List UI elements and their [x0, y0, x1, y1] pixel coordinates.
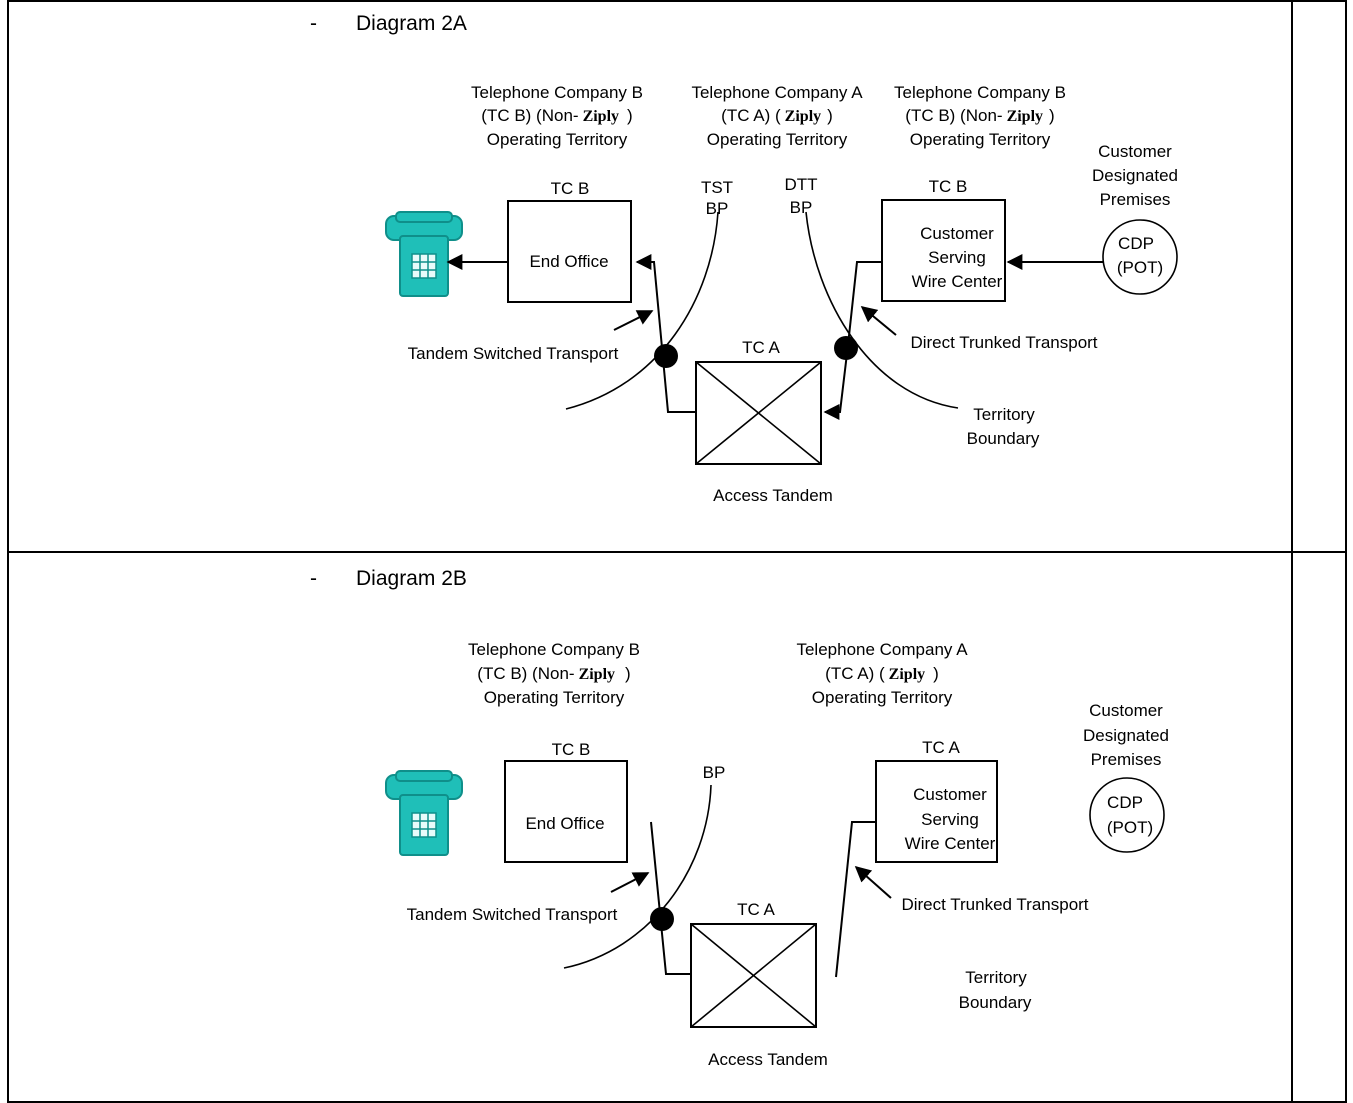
dtt-pointer-arrow-b	[854, 865, 892, 899]
telephone-icon-b	[385, 770, 463, 856]
svg-text:DTT: DTT	[784, 175, 817, 194]
cswc-box-b	[875, 760, 998, 863]
tst-pointer-arrow-b	[610, 872, 650, 893]
svg-text:Telephone Company A: Telephone Company A	[796, 640, 968, 659]
territory-boundary-line1: Territory	[973, 405, 1035, 424]
dtt-path	[823, 261, 882, 420]
tst-path-b	[650, 821, 691, 975]
svg-text:Operating Territory: Operating Territory	[484, 688, 625, 707]
territory-boundary-line2: Boundary	[967, 429, 1040, 448]
tc-b-left-header: Telephone Company B (TC B) (Non-Ziply) O…	[471, 83, 643, 149]
svg-text:Wire Center: Wire Center	[912, 272, 1003, 291]
cdp-label-b: CDP	[1107, 793, 1143, 812]
dtt-label-b: Direct Trunked Transport	[901, 895, 1088, 914]
left-boundary-curve	[565, 211, 719, 410]
svg-text:(TC A) (Ziply): (TC A) (Ziply)	[721, 106, 833, 125]
svg-text:Serving: Serving	[928, 248, 986, 267]
end-office-label-b: End Office	[525, 814, 604, 833]
access-tandem-label-b: Access Tandem	[708, 1050, 828, 1069]
end-office-box	[507, 200, 632, 303]
tst-label-b: Tandem Switched Transport	[407, 905, 618, 924]
cdp-circle	[1102, 219, 1178, 295]
tst-junction-b	[650, 907, 674, 931]
diagram-2b-title: Diagram 2B	[356, 567, 467, 590]
svg-text:BP: BP	[706, 199, 729, 218]
svg-text:Telephone Company B: Telephone Company B	[471, 83, 643, 102]
svg-text:Operating Territory: Operating Territory	[910, 130, 1051, 149]
svg-text:Premises: Premises	[1091, 750, 1162, 769]
dtt-path-b	[835, 821, 876, 978]
svg-text:Serving: Serving	[921, 810, 979, 829]
svg-text:BP: BP	[790, 198, 813, 217]
cswc-label-b: Customer Serving Wire Center	[905, 785, 996, 853]
svg-text:Customer: Customer	[913, 785, 987, 804]
cswc-owner: TC B	[929, 177, 968, 196]
dtt-junction	[834, 336, 858, 360]
svg-text:Operating Territory: Operating Territory	[707, 130, 848, 149]
dtt-pointer-arrow	[860, 305, 897, 336]
svg-text:Designated: Designated	[1092, 166, 1178, 185]
end-office-owner: TC B	[551, 179, 590, 198]
table-frame	[7, 0, 1347, 1103]
end-office-label: End Office	[529, 252, 608, 271]
svg-text:Designated: Designated	[1083, 726, 1169, 745]
svg-text:Premises: Premises	[1100, 190, 1171, 209]
svg-text:Telephone Company B: Telephone Company B	[894, 83, 1066, 102]
tc-b-header-b: Telephone Company B (TC B) (Non-Ziply) O…	[468, 640, 640, 707]
tst-label: Tandem Switched Transport	[408, 344, 619, 363]
territory-boundary-line1-b: Territory	[965, 968, 1027, 987]
diagram-2a: - Diagram 2A Telephone Company B (TC B) …	[310, 12, 1178, 505]
tc-a-header-b: Telephone Company A (TC A) (Ziply) Opera…	[796, 640, 968, 707]
access-tandem-label: Access Tandem	[713, 486, 833, 505]
tc-b-right-header: Telephone Company B (TC B) (Non-Ziply) O…	[894, 83, 1066, 149]
diagram-2b: - Diagram 2B Telephone Company B (TC B) …	[310, 567, 1169, 1069]
svg-text:(TC A) (Ziply): (TC A) (Ziply)	[825, 664, 939, 683]
svg-text:Operating Territory: Operating Territory	[487, 130, 628, 149]
svg-text:Telephone Company B: Telephone Company B	[468, 640, 640, 659]
tst-junction	[654, 344, 678, 368]
svg-text:Wire Center: Wire Center	[905, 834, 996, 853]
cswc-label: Customer Serving Wire Center	[912, 224, 1003, 291]
cdp-circle-b	[1089, 777, 1165, 853]
cswc-owner-b: TC A	[922, 738, 960, 757]
svg-text:Telephone Company A: Telephone Company A	[691, 83, 863, 102]
cdp-label: CDP	[1118, 234, 1154, 253]
tc-a-header: Telephone Company A (TC A) (Ziply) Opera…	[691, 83, 863, 149]
svg-text:(TC B) (Non-Ziply): (TC B) (Non-Ziply)	[477, 664, 630, 683]
dtt-bp-label: DTT BP	[784, 175, 817, 217]
tst-bp-label: TST BP	[701, 178, 733, 218]
svg-text:Operating Territory: Operating Territory	[812, 688, 953, 707]
end-office-owner-b: TC B	[552, 740, 591, 759]
diagram-2a-title: Diagram 2A	[356, 12, 467, 35]
pot-label: (POT)	[1117, 258, 1163, 277]
svg-text:Customer: Customer	[1098, 142, 1172, 161]
access-tandem-owner-b: TC A	[737, 900, 775, 919]
svg-text:Customer: Customer	[920, 224, 994, 243]
svg-text:(TC B) (Non-Ziply): (TC B) (Non-Ziply)	[905, 106, 1054, 125]
tst-pointer-arrow	[613, 310, 654, 331]
end-office-box-b	[504, 760, 628, 863]
access-tandem-owner: TC A	[742, 338, 780, 357]
svg-text:(TC B) (Non-Ziply): (TC B) (Non-Ziply)	[481, 106, 632, 125]
boundary-curve-b	[563, 784, 712, 969]
svg-text:Customer: Customer	[1089, 701, 1163, 720]
customer-premises-label-b: Customer Designated Premises	[1083, 701, 1169, 769]
bullet-dash: -	[310, 12, 317, 35]
bp-label-b: BP	[703, 763, 726, 782]
territory-boundary-line2-b: Boundary	[959, 993, 1032, 1012]
customer-premises-label: Customer Designated Premises	[1092, 142, 1178, 209]
tst-path	[635, 254, 696, 413]
dtt-label: Direct Trunked Transport	[910, 333, 1097, 352]
svg-text:TST: TST	[701, 178, 733, 197]
cswc-box	[881, 199, 1006, 302]
bullet-dash-b: -	[310, 567, 317, 590]
telephone-icon	[385, 211, 463, 297]
pot-label-b: (POT)	[1107, 818, 1153, 837]
